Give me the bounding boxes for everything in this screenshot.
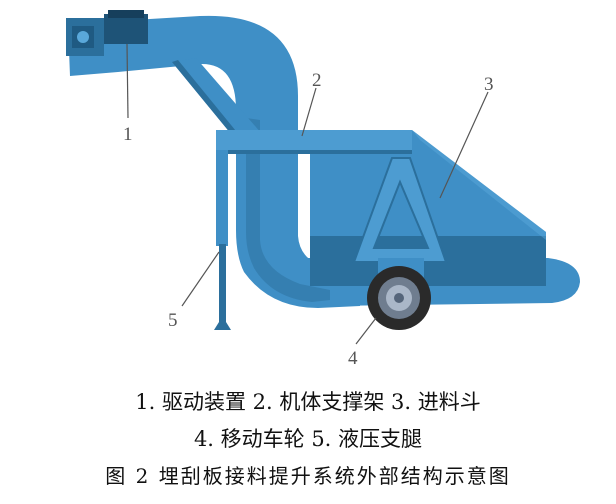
frame-crossbar-edge — [216, 150, 412, 154]
support-strut — [172, 58, 262, 140]
leader-line-5 — [181, 251, 220, 307]
legend-line-2: 4. 移动车轮 5. 液压支腿 — [193, 427, 423, 451]
drive-gearbox-top — [108, 10, 144, 18]
leader-line-3 — [439, 91, 489, 199]
hopper-side-shade — [412, 130, 546, 240]
callout-5: 5 — [168, 310, 178, 331]
callout-3: 3 — [484, 74, 494, 95]
wheel-bracket — [352, 157, 448, 263]
drive-motor-hub — [77, 31, 89, 43]
conveyor-casing — [68, 15, 360, 309]
leader-line-1 — [126, 43, 129, 119]
support-strut-edge — [172, 60, 240, 140]
conveyor-diagram: 1 2 3 4 5 — [66, 10, 580, 369]
wheel-axle — [394, 293, 404, 303]
callout-4: 4 — [348, 348, 358, 369]
hydraulic-leg-rod — [219, 244, 226, 324]
figure-caption: 图 2 埋刮板接料提升系统外部结构示意图 — [105, 464, 511, 488]
hydraulic-leg-foot — [214, 322, 231, 330]
legend-line-1: 1. 驱动装置 2. 机体支撑架 3. 进料斗 — [135, 390, 481, 414]
callout-1: 1 — [123, 124, 133, 145]
leader-line-4 — [355, 317, 377, 345]
callout-2: 2 — [312, 70, 322, 91]
leader-line-2 — [301, 87, 317, 137]
hydraulic-leg-cylinder — [216, 150, 228, 246]
drive-gearbox — [104, 14, 148, 44]
